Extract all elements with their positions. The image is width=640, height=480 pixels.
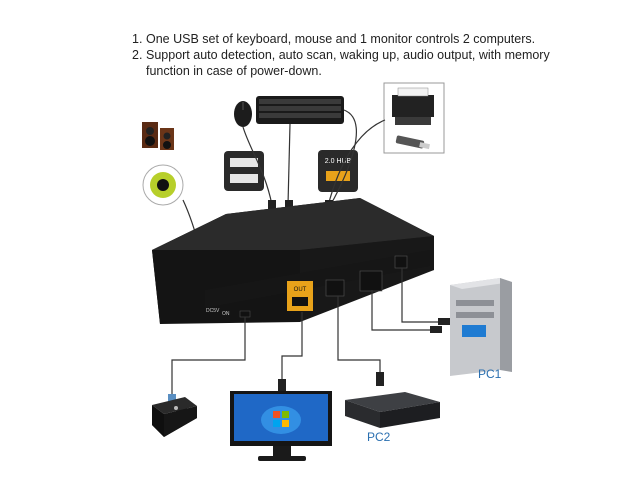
pc2-mini-pc-icon	[345, 392, 440, 428]
pc1-tower-icon	[450, 278, 512, 376]
note-1-number: 1.	[132, 32, 143, 46]
mouse-icon	[234, 101, 252, 127]
windows-logo-icon	[273, 411, 289, 427]
monitor-icon	[230, 391, 332, 461]
hdmi-out-port	[287, 281, 313, 311]
note-2-number: 2.	[132, 48, 143, 62]
kvm-switch-device: OUT DC5V ON	[152, 198, 434, 324]
hdmi-in-port-1	[359, 270, 383, 292]
pc1-cables	[371, 268, 440, 331]
out-port-label: OUT	[294, 287, 307, 293]
control-plug	[168, 394, 176, 404]
monitor-cable	[281, 312, 303, 382]
pc2-cable	[337, 296, 381, 375]
power-label: DC5V	[206, 308, 220, 314]
note-1-text: One USB set of keyboard, mouse and 1 mon…	[146, 32, 536, 46]
hub-label: 2.0 HUB	[325, 158, 352, 165]
wired-remote-switch-icon	[152, 397, 197, 437]
control-port	[239, 310, 251, 318]
monitor-plug	[278, 379, 286, 391]
speakers-icon	[142, 122, 174, 150]
note-2-text: Support auto detection, auto scan, wakin…	[146, 48, 550, 78]
usb-ports-icon	[224, 151, 264, 191]
hdmi-in-port-2	[325, 279, 345, 297]
keyboard-icon	[256, 96, 344, 124]
audio-jack-icon	[142, 164, 184, 206]
pc1-plugs	[430, 318, 450, 333]
control-cable	[171, 317, 246, 398]
note-1: 1. One USB set of keyboard, mouse and 1 …	[132, 31, 562, 47]
side-label: ON	[222, 311, 230, 317]
pc2-label: PC2	[367, 430, 391, 444]
pc2-plug	[376, 372, 384, 386]
note-2: 2. Support auto detection, auto scan, wa…	[132, 47, 562, 79]
printer-and-usb-drive-icon	[383, 82, 445, 154]
usb-port	[394, 255, 408, 269]
feature-notes: 1. One USB set of keyboard, mouse and 1 …	[132, 31, 562, 79]
pc1-label: PC1	[478, 367, 502, 381]
